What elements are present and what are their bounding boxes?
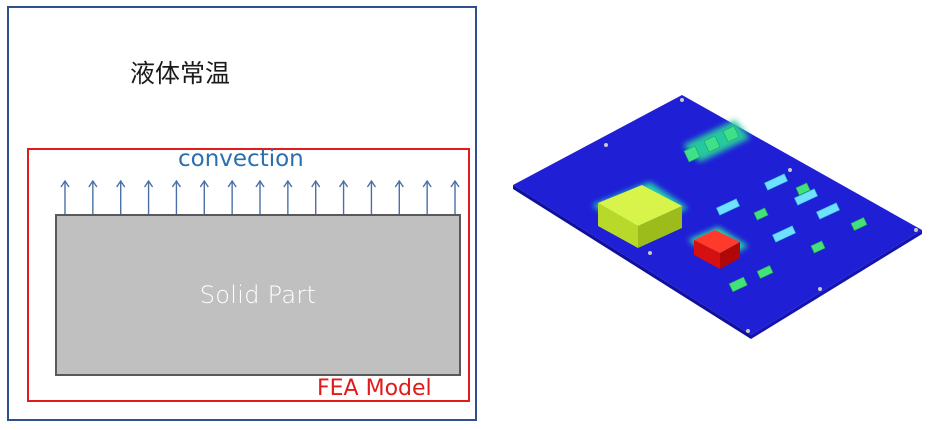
hot-component — [694, 230, 740, 269]
large-component-warm — [598, 185, 682, 248]
solid-part-block: Solid Part — [55, 214, 461, 376]
convection-arrowhead — [60, 179, 70, 188]
convection-arrows — [60, 179, 460, 214]
fluid-domain-box — [7, 6, 477, 421]
fea-model-label: FEA Model — [317, 376, 432, 401]
convection-arrowhead — [366, 179, 377, 188]
pcb-board-edge-right — [751, 230, 922, 339]
convection-arrowhead — [255, 179, 265, 188]
convection-arrowhead — [143, 179, 154, 188]
fluid-label: 液体常温 — [130, 59, 231, 88]
convection-arrowhead — [283, 179, 293, 188]
fea-model-boundary — [27, 148, 470, 402]
pcb-board — [513, 95, 922, 335]
convection-arrowhead — [171, 179, 182, 188]
pcb-thermal-render — [513, 95, 922, 339]
mounting-holes — [604, 98, 918, 333]
green-connectors — [683, 125, 740, 163]
convection-arrowhead — [199, 179, 209, 188]
convection-arrowhead — [394, 179, 404, 188]
small-green-chips — [728, 182, 868, 293]
convection-label: convection — [178, 146, 304, 172]
convection-arrowhead — [450, 179, 460, 188]
pcb-board-edge — [513, 185, 751, 339]
solid-part-label: Solid Part — [199, 281, 317, 309]
convection-arrowhead — [116, 179, 126, 188]
convection-arrowhead — [311, 179, 321, 188]
convection-arrowhead — [227, 179, 237, 188]
convection-arrowhead — [88, 179, 98, 188]
cyan-chips — [715, 173, 841, 243]
convection-arrowhead — [338, 179, 349, 188]
convection-arrowhead — [422, 179, 432, 188]
